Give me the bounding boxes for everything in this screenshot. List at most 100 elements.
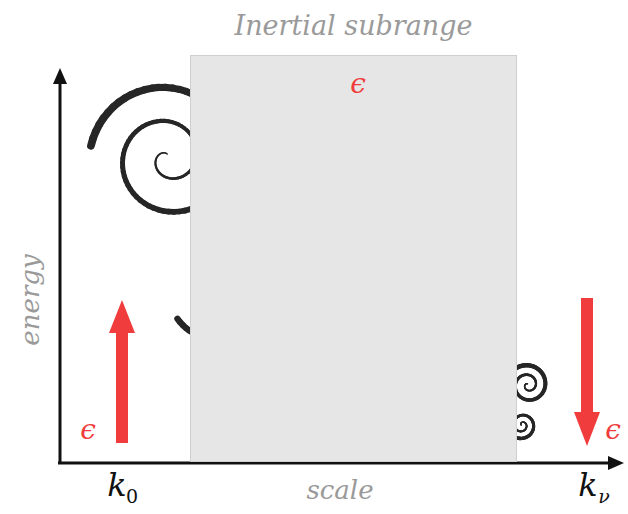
eddy-stroke [524, 388, 526, 390]
eddy-stroke [518, 430, 521, 432]
eddy-stroke [533, 387, 536, 390]
eddy-stroke [525, 423, 527, 425]
eddy-stroke [160, 152, 162, 154]
eddy-stroke [525, 428, 527, 430]
eddy-stroke [524, 387, 526, 389]
eddy-stroke [530, 375, 533, 378]
eddy-stroke [526, 424, 528, 426]
eddy-stroke [520, 423, 521, 424]
eddy-stroke [525, 424, 527, 426]
eddy-stroke [524, 429, 526, 431]
eddy-stroke [163, 152, 165, 153]
eddy-stroke [520, 422, 521, 423]
eddy-stroke [523, 429, 525, 431]
eddy-stroke [525, 383, 527, 384]
eddy-stroke [525, 384, 527, 386]
eddy-stroke [525, 427, 527, 429]
eddy-stroke [527, 383, 528, 384]
eddy-stroke [520, 423, 521, 424]
eddy-stroke [524, 422, 526, 424]
eddy-stroke [531, 419, 535, 423]
eddy-stroke [520, 430, 523, 432]
eddy-stroke [526, 426, 528, 428]
eddy-stroke [524, 422, 526, 424]
eddy-stroke [520, 424, 521, 425]
eddy-stroke [527, 383, 528, 384]
eddy-stroke [520, 424, 521, 425]
eddy-stroke [162, 152, 164, 153]
eddy-stroke [524, 385, 525, 387]
eddy-stroke [526, 425, 528, 427]
eddy-stroke [526, 389, 528, 391]
eddy-stroke [520, 422, 521, 423]
eddy-stroke [522, 430, 525, 432]
eddy-stroke [517, 430, 520, 432]
eddy-stroke [531, 389, 534, 391]
eddy-stroke [522, 430, 525, 432]
eddy-stroke [528, 416, 532, 420]
eddy-stroke [535, 384, 537, 387]
eddy-stroke [524, 428, 526, 430]
eddy-stroke [532, 388, 535, 391]
eddy-stroke [526, 383, 527, 384]
eddy-stroke [520, 423, 521, 424]
eddy-stroke [156, 157, 158, 158]
eddy-stroke [526, 383, 527, 384]
eddy-stroke [525, 388, 527, 390]
eddy-stroke [517, 415, 520, 418]
eddy-stroke [530, 417, 534, 421]
eddy-stroke [165, 152, 167, 154]
eddy-stroke [526, 434, 530, 438]
eddy-stroke [529, 390, 532, 392]
eddy-stroke [528, 390, 530, 392]
eddy-stroke [520, 424, 521, 425]
eddy-stroke [521, 422, 523, 423]
eddy-stroke [158, 153, 161, 155]
eddy-stroke [159, 153, 161, 155]
eddy-stroke [522, 421, 524, 422]
eddy-stroke [528, 390, 530, 392]
eddy-stroke [523, 421, 525, 423]
eddy-stroke [523, 421, 525, 423]
eddy-stroke [534, 385, 536, 388]
eddy-stroke [526, 383, 527, 384]
eddy-stroke [524, 384, 526, 386]
eddy-stroke [525, 388, 527, 390]
eddy-stroke [156, 155, 158, 158]
eddy-stroke [523, 421, 525, 423]
eddy-stroke [527, 383, 528, 384]
eddy-stroke [521, 422, 523, 423]
eddy-stroke [520, 424, 521, 425]
eddy-stroke [523, 429, 525, 431]
eddy-stroke [166, 153, 168, 155]
eddy-stroke [519, 430, 522, 432]
eddy-stroke [164, 152, 166, 154]
eddy-stroke [524, 386, 526, 388]
eddy-stroke [524, 387, 526, 389]
eddy-stroke [524, 422, 526, 424]
eddy-stroke [517, 430, 520, 432]
eddy-stroke [524, 384, 526, 386]
eddy-stroke [524, 428, 526, 430]
eddy-stroke [529, 390, 532, 392]
eddy-stroke [530, 374, 533, 377]
eddy-stroke [530, 389, 533, 391]
eddy-stroke [532, 388, 535, 390]
eddy-stroke [518, 414, 522, 417]
eddy-stroke [162, 152, 164, 154]
eddy-stroke [526, 425, 528, 427]
eddy-stroke [529, 417, 533, 421]
eddy-stroke [519, 414, 523, 417]
eddy-stroke [522, 421, 524, 422]
eddy-stroke [525, 423, 527, 425]
eddy-stroke [524, 386, 526, 388]
eddy-stroke [521, 430, 524, 432]
eddy-stroke [521, 422, 523, 423]
eddy-stroke [521, 422, 522, 423]
eddy-stroke [524, 386, 525, 388]
eddy-stroke [534, 385, 537, 388]
eddy-stroke [526, 424, 528, 426]
eddy-stroke [524, 422, 526, 424]
eddy-stroke [525, 383, 526, 384]
eddy-stroke [527, 434, 531, 438]
